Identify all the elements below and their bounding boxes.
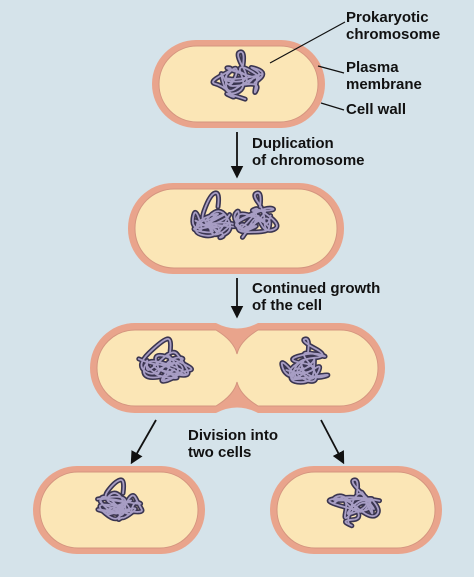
cell-stage-1 bbox=[152, 40, 325, 128]
leader-line-membrane bbox=[317, 65, 345, 74]
chromosome bbox=[190, 190, 240, 241]
cell-stage-3 bbox=[90, 323, 385, 413]
step-label-duplication: Duplication of chromosome bbox=[252, 135, 365, 169]
chromosome bbox=[136, 336, 194, 384]
chromosome bbox=[210, 49, 266, 102]
step-label-division: Division into two cells bbox=[188, 427, 278, 461]
chromosome-strand-highlight bbox=[233, 192, 278, 239]
arrow-division-right bbox=[320, 419, 345, 465]
chromosome-strand-highlight bbox=[96, 479, 143, 521]
daughter-cell-left bbox=[33, 466, 205, 554]
leader-line-chromosome bbox=[269, 21, 346, 64]
leader-line-cell-wall bbox=[320, 102, 345, 111]
chromosome-copy bbox=[232, 190, 280, 240]
chromosome-strand-highlight bbox=[280, 338, 329, 384]
chromosome-strand-highlight bbox=[191, 192, 239, 239]
chromosome-copy bbox=[279, 336, 331, 385]
label-plasma-membrane: Plasma membrane bbox=[346, 59, 422, 93]
arrow-division-left bbox=[130, 419, 157, 465]
chromosome bbox=[95, 477, 145, 522]
label-prokaryotic-chromosome: Prokaryotic chromosome bbox=[346, 9, 441, 43]
chromosome-strand-highlight bbox=[212, 51, 264, 100]
chromosome bbox=[326, 477, 382, 529]
chromosome-strand-highlight bbox=[137, 338, 193, 383]
chromosome-strand-highlight bbox=[328, 479, 381, 527]
label-cell-wall: Cell wall bbox=[346, 101, 407, 118]
cell-stage-2 bbox=[128, 183, 344, 274]
daughter-cell-right bbox=[270, 466, 442, 554]
step-label-continued-growth: Continued growth of the cell bbox=[252, 280, 381, 314]
